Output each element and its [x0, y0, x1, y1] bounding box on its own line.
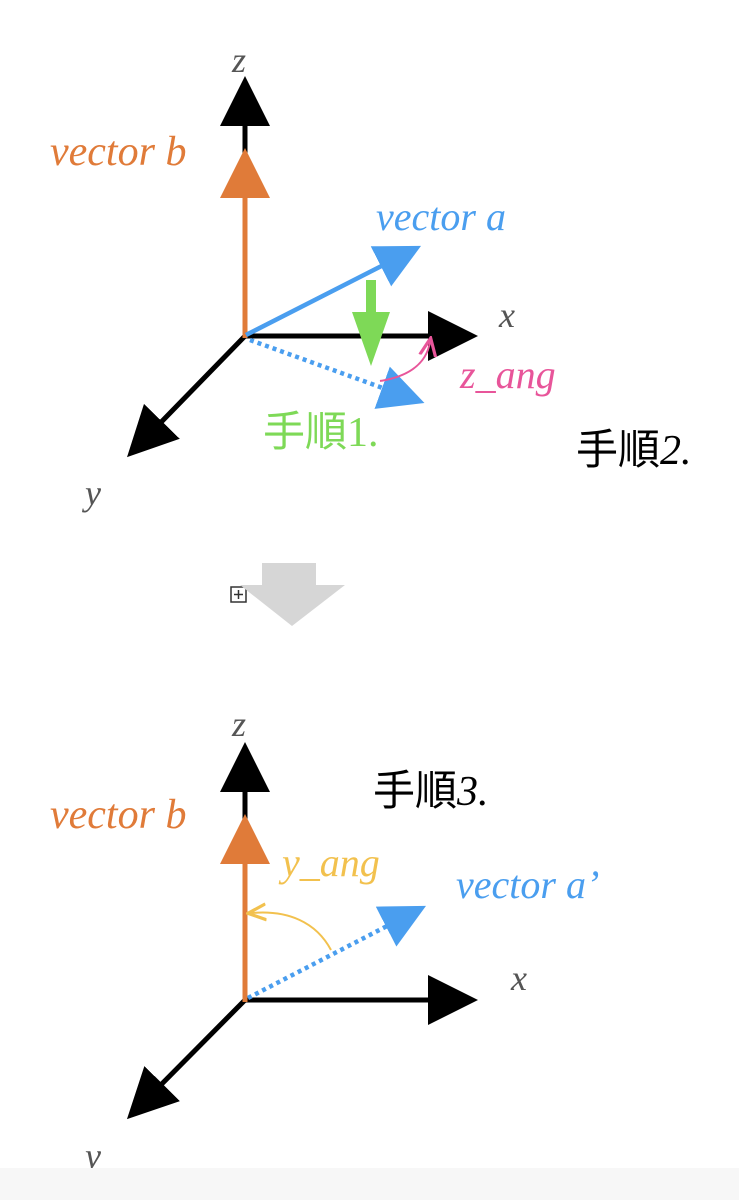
step1-kanji: 手順: [263, 410, 347, 456]
bottom-vector-b-label: vector b: [50, 792, 186, 838]
step1-projection-arrow: [352, 280, 390, 366]
y-ang-label: y_ang: [278, 840, 380, 885]
bottom-vector-a-prime-label: vector a’: [456, 862, 599, 907]
bottom-z-axis-label: z: [231, 704, 246, 744]
bottom-x-axis-label: x: [510, 958, 527, 998]
bottom-vector-a-prime: [246, 905, 426, 1000]
step2-label: 手順2.: [576, 428, 692, 474]
step1-number: 1.: [347, 410, 379, 456]
top-y-axis-label: y: [82, 473, 101, 513]
z-ang-label: z_ang: [459, 352, 556, 397]
top-y-axis: [127, 334, 247, 458]
top-vector-a-projection: [249, 337, 425, 409]
top-x-axis-label: x: [498, 295, 515, 335]
page-footer-band: [0, 1168, 739, 1200]
step2-kanji: 手順: [576, 428, 660, 474]
top-vector-a-label: vector a: [376, 194, 506, 239]
step1-label: 手順1.: [263, 410, 379, 456]
down-arrow-icon: [240, 563, 345, 626]
bottom-panel: z x y vector b vector a’ y_ang 手順3.: [50, 704, 599, 1176]
step3-kanji: 手順: [373, 769, 457, 815]
plus-box-icon[interactable]: [230, 586, 247, 603]
step3-label: 手順3.: [373, 769, 489, 815]
bottom-y-axis-label: y: [82, 1136, 101, 1176]
step2-number: 2.: [660, 428, 692, 474]
z-ang-arc: [379, 342, 430, 382]
top-panel: z x y vector b vector a z_ang 手順1. 手順2.: [50, 40, 692, 513]
y-ang-arc: [252, 913, 332, 951]
top-vector-a: [244, 245, 422, 338]
step3-number: 3.: [456, 769, 489, 815]
top-vector-b-label: vector b: [50, 129, 186, 175]
top-z-axis-label: z: [231, 40, 246, 80]
bottom-y-axis: [126, 998, 247, 1120]
